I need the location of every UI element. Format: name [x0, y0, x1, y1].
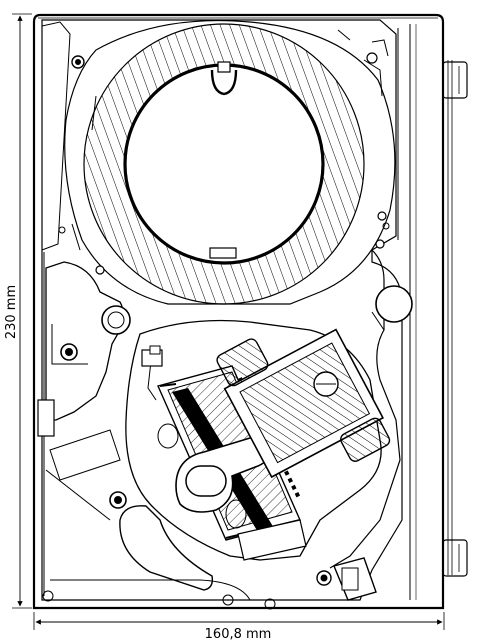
bracket-ring	[101, 305, 131, 335]
mounting-tab-bottom	[442, 539, 468, 577]
screws	[60, 52, 387, 586]
screw-top-left	[71, 55, 85, 69]
mounting-tab-top	[442, 61, 468, 99]
round-port	[375, 285, 413, 323]
width-dimension: 160,8 mm	[33, 612, 445, 642]
drum-chamber	[64, 19, 396, 305]
oval-slot	[185, 465, 227, 497]
right-channel	[329, 39, 413, 569]
motor-block	[216, 328, 391, 479]
lower-duct	[42, 505, 276, 610]
motor-cap-top	[216, 338, 269, 387]
width-label: 160,8 mm	[205, 627, 272, 642]
housing	[32, 13, 468, 610]
drum-notch	[210, 69, 238, 96]
screw-lower-left	[109, 491, 127, 509]
screw-bottom-right	[316, 570, 332, 586]
height-dimension: 230 mm	[4, 13, 32, 609]
drum-bottom-tab	[209, 247, 237, 259]
motor-cap-bottom	[340, 417, 391, 462]
bottom-connector	[237, 519, 377, 601]
details	[58, 29, 390, 331]
left-bracket	[37, 261, 131, 521]
screw-top-right	[366, 52, 378, 64]
screw-right-small	[95, 211, 387, 275]
fan-housing	[125, 319, 382, 561]
height-label: 230 mm	[4, 285, 19, 339]
screw-mid-left	[60, 343, 78, 361]
link-arm	[157, 423, 272, 529]
